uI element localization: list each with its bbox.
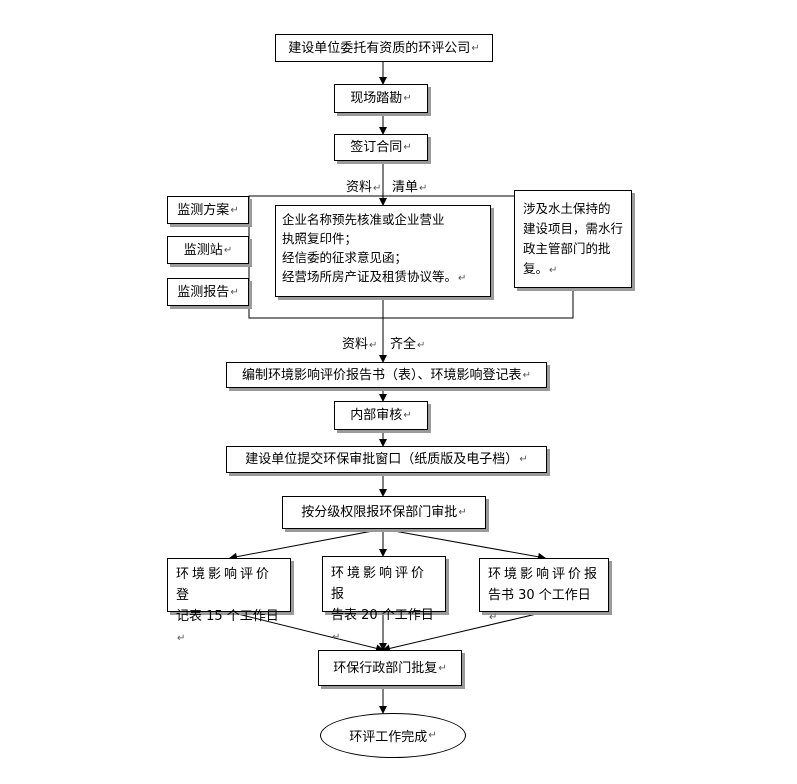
left-item-monitoring-station: 监测站↵: [167, 236, 249, 264]
step-submit-window: 建设单位提交环保审批窗口（纸质版及电子档）↵: [226, 446, 547, 473]
arrow-branch-1-final: [229, 611, 384, 653]
doc-line-4: 经营场所房产证及租赁协议等。↵: [282, 269, 467, 284]
required-documents-box: 企业名称预先核准或企业营业 执照复印件； 经信委的征求意见函； 经营场所房产证及…: [275, 205, 491, 297]
step-approval-by-level: 按分级权限报环保部门审批↵: [282, 496, 486, 529]
bracket-bottom: [248, 288, 574, 319]
arrow-branch-3-final: [382, 611, 546, 653]
step-entrust: 建设单位委托有资质的环评公司↵: [275, 34, 493, 62]
branch-registration-form: 环境影响评价登 记表 15 个工作日↵: [167, 558, 291, 644]
label-list: 清单↵: [392, 180, 428, 195]
arrow-to-branch-1: [229, 528, 384, 561]
doc-line-2: 执照复印件；: [282, 231, 358, 246]
step-final-approval: 环保行政部门批复↵: [318, 650, 462, 686]
bracket-top: [248, 195, 383, 210]
doc-line-3: 经信委的征求意见函；: [282, 250, 408, 265]
label-materials-mid: 资料↵: [342, 337, 378, 352]
step-contract: 签订合同↵: [334, 134, 428, 161]
label-materials-top: 资料↵: [346, 180, 382, 195]
label-complete-mid: 齐全↵: [390, 337, 426, 352]
step-internal-review: 内部审核↵: [334, 401, 428, 430]
step-survey: 现场踏勘↵: [334, 84, 428, 113]
left-item-monitoring-plan: 监测方案↵: [167, 196, 249, 224]
doc-line-1: 企业名称预先核准或企业营业: [282, 212, 445, 227]
end-terminal-ellipse: 环评工作完成↵: [320, 713, 466, 758]
branch-report-form: 环境影响评价报 告表 20 个工作日↵: [322, 556, 446, 643]
left-item-monitoring-report: 监测报告↵: [167, 278, 249, 306]
branch-report-book: 环境影响评价报 告书 30 个工作日↵: [479, 558, 609, 623]
soil-water-approval-note: 涉及水土保持的 建设项目，需水行 政主管部门的批 复。↵: [514, 190, 632, 288]
step-compile-report: 编制环境影响评价报告书（表）、环境影响登记表↵: [226, 362, 547, 388]
arrow-to-branch-3: [382, 528, 546, 561]
